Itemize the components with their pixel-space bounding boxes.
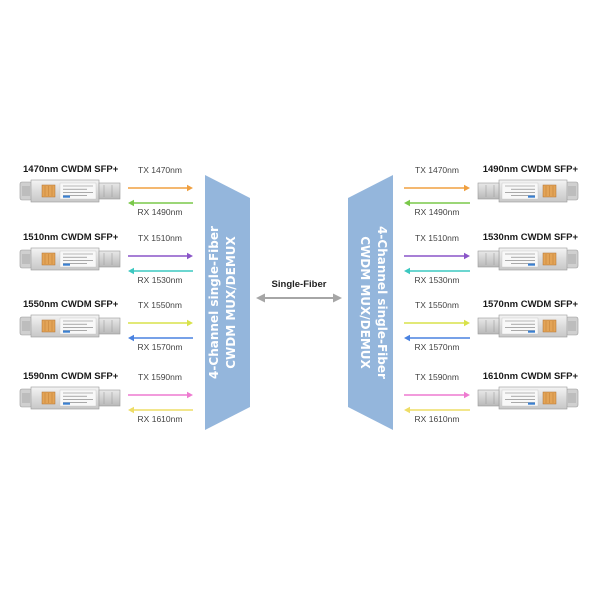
sfp-module-image	[19, 314, 121, 338]
tx-arrow	[128, 391, 193, 399]
mux-left-line-1: 4-Channel single-Fiber	[207, 226, 221, 379]
single-fiber-label: Single-Fiber	[272, 279, 327, 290]
rx-label: RX 1490nm	[138, 207, 183, 217]
module-title: 1490nm CWDM SFP+	[483, 164, 579, 175]
rx-label: RX 1570nm	[138, 342, 183, 352]
right-module-row: 1570nm CWDM SFP+ TX 1550nm RX 1570nm	[404, 299, 578, 352]
right-module-row: 1490nm CWDM SFP+ TX 1470nm RX 1490nm	[404, 164, 578, 217]
tx-arrow	[404, 184, 470, 192]
tx-label: TX 1550nm	[415, 300, 459, 310]
tx-arrow	[128, 319, 193, 327]
sfp-module-image	[477, 247, 579, 271]
modules-layer: 1470nm CWDM SFP+ TX 1470nm RX 1490nm 1510nm…	[19, 164, 578, 424]
single-fiber-arrow	[256, 293, 342, 303]
module-title: 1590nm CWDM SFP+	[23, 371, 119, 382]
sfp-module-image	[19, 386, 121, 410]
tx-arrow	[128, 184, 193, 192]
rx-label: RX 1610nm	[138, 414, 183, 424]
mux-demux-left	[205, 175, 250, 430]
rx-arrow	[404, 334, 470, 342]
tx-arrow	[404, 252, 470, 260]
rx-label: RX 1610nm	[415, 414, 460, 424]
tx-label: TX 1550nm	[138, 300, 182, 310]
right-module-row: 1610nm CWDM SFP+ TX 1590nm RX 1610nm	[404, 371, 578, 424]
left-module-row: 1550nm CWDM SFP+ TX 1550nm RX 1570nm	[19, 299, 193, 352]
rx-arrow	[404, 267, 470, 275]
tx-label: TX 1590nm	[138, 372, 182, 382]
rx-label: RX 1530nm	[415, 275, 460, 285]
rx-arrow	[128, 334, 193, 342]
sfp-module-image	[19, 179, 121, 203]
right-module-row: 1530nm CWDM SFP+ TX 1510nm RX 1530nm	[404, 232, 578, 285]
rx-arrow	[128, 406, 193, 414]
module-title: 1570nm CWDM SFP+	[483, 299, 579, 310]
rx-arrow	[404, 199, 470, 207]
module-title: 1530nm CWDM SFP+	[483, 232, 579, 243]
mux-demux-right	[348, 175, 393, 430]
sfp-module-image	[477, 386, 579, 410]
rx-label: RX 1490nm	[415, 207, 460, 217]
rx-arrow	[128, 199, 193, 207]
tx-arrow	[128, 252, 193, 260]
tx-arrow	[404, 319, 470, 327]
rx-label: RX 1570nm	[415, 342, 460, 352]
mux-right-line-1: 4-Channel single-Fiber	[375, 226, 389, 379]
mux-right-line-2: CWDM MUX/DEMUX	[358, 236, 372, 369]
module-title: 1550nm CWDM SFP+	[23, 299, 119, 310]
rx-label: RX 1530nm	[138, 275, 183, 285]
tx-label: TX 1510nm	[415, 233, 459, 243]
tx-arrow	[404, 391, 470, 399]
mux-left-line-2: CWDM MUX/DEMUX	[224, 235, 238, 368]
tx-label: TX 1470nm	[138, 165, 182, 175]
tx-label: TX 1510nm	[138, 233, 182, 243]
sfp-module-image	[477, 314, 579, 338]
rx-arrow	[404, 406, 470, 414]
left-module-row: 1510nm CWDM SFP+ TX 1510nm RX 1530nm	[19, 232, 193, 285]
sfp-module-image	[477, 179, 579, 203]
module-title: 1610nm CWDM SFP+	[483, 371, 579, 382]
rx-arrow	[128, 267, 193, 275]
module-title: 1510nm CWDM SFP+	[23, 232, 119, 243]
tx-label: TX 1470nm	[415, 165, 459, 175]
left-module-row: 1470nm CWDM SFP+ TX 1470nm RX 1490nm	[19, 164, 193, 217]
module-title: 1470nm CWDM SFP+	[23, 164, 119, 175]
sfp-module-image	[19, 247, 121, 271]
tx-label: TX 1590nm	[415, 372, 459, 382]
left-module-row: 1590nm CWDM SFP+ TX 1590nm RX 1610nm	[19, 371, 193, 424]
